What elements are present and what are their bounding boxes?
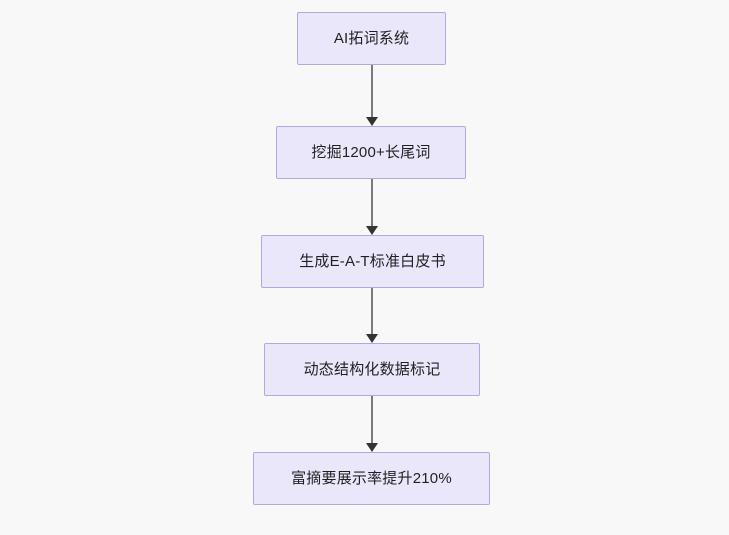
flow-node-mine-longtail-keywords[interactable]: 挖掘1200+长尾词 bbox=[276, 126, 466, 179]
flow-node-label: 挖掘1200+长尾词 bbox=[311, 143, 431, 161]
arrow-down-icon bbox=[366, 334, 378, 343]
flow-edge-n2-n3 bbox=[362, 288, 382, 343]
edge-line bbox=[371, 396, 373, 443]
flow-node-label: 动态结构化数据标记 bbox=[303, 360, 441, 378]
edge-line bbox=[371, 179, 373, 226]
flow-edge-n3-n4 bbox=[362, 396, 382, 452]
edge-line bbox=[371, 288, 373, 334]
flow-node-label: 富摘要展示率提升210% bbox=[291, 469, 452, 487]
flow-node-ai-keyword-system[interactable]: AI拓词系统 bbox=[297, 12, 446, 65]
arrow-down-icon bbox=[366, 443, 378, 452]
flow-edge-n0-n1 bbox=[362, 65, 382, 126]
flow-node-rich-snippet-rate-increase[interactable]: 富摘要展示率提升210% bbox=[253, 452, 490, 505]
arrow-down-icon bbox=[366, 117, 378, 126]
arrow-down-icon bbox=[366, 226, 378, 235]
flow-edge-n1-n2 bbox=[362, 179, 382, 235]
flow-node-dynamic-structured-data-markup[interactable]: 动态结构化数据标记 bbox=[264, 343, 480, 396]
flow-node-label: AI拓词系统 bbox=[333, 29, 410, 47]
flow-node-label: 生成E-A-T标准白皮书 bbox=[299, 252, 446, 270]
flow-node-generate-eat-whitepaper[interactable]: 生成E-A-T标准白皮书 bbox=[261, 235, 484, 288]
edge-line bbox=[371, 65, 373, 117]
